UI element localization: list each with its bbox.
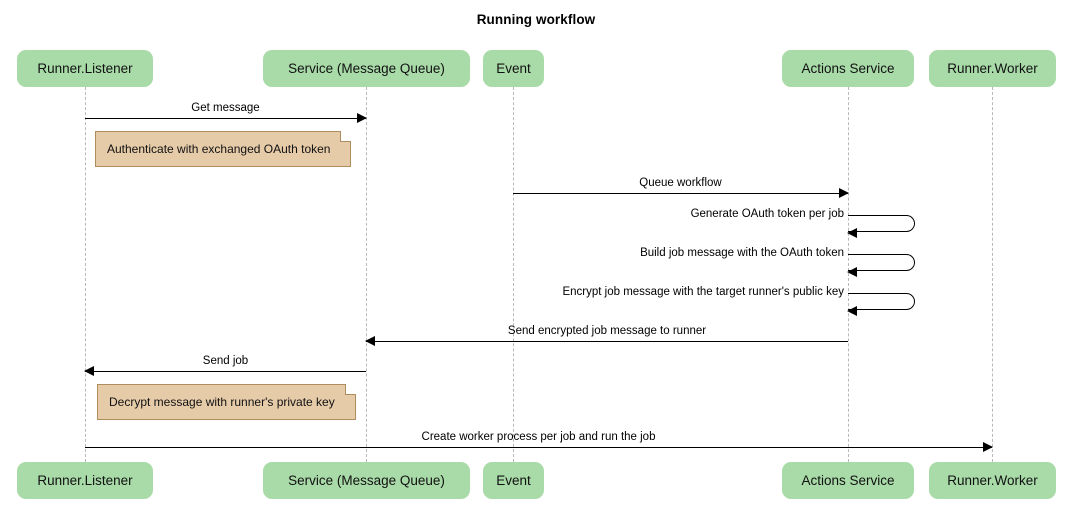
participant-event-bottom[interactable]: Event [483, 462, 544, 499]
message-line [366, 341, 848, 342]
participant-label: Runner.Listener [37, 473, 133, 488]
message-line [85, 447, 992, 448]
self-message-generate-token-label: Generate OAuth token per job [690, 208, 844, 220]
participant-runner-listener-bottom[interactable]: Runner.Listener [17, 462, 153, 499]
message-label: Send job [202, 355, 249, 367]
arrowhead-left-icon [847, 266, 857, 277]
self-message-encrypt-message[interactable] [847, 293, 915, 316]
participant-event-top[interactable]: Event [483, 50, 544, 87]
self-message-build-message[interactable] [847, 254, 915, 277]
participant-label: Runner.Worker [947, 61, 1038, 76]
note-authenticate: Authenticate with exchanged OAuth token [95, 131, 351, 167]
self-message-generate-token[interactable] [847, 215, 915, 238]
arrowhead-right-icon [357, 113, 367, 124]
message-label: Create worker process per job and run th… [421, 431, 656, 443]
participant-label: Actions Service [801, 61, 895, 76]
message-label: Get message [191, 102, 260, 114]
message-line [85, 371, 366, 372]
arrowhead-left-icon [847, 305, 857, 316]
participant-label: Event [496, 61, 531, 76]
participant-label: Runner.Worker [947, 473, 1038, 488]
note-text: Authenticate with exchanged OAuth token [107, 142, 331, 156]
participant-label: Service (Message Queue) [288, 473, 445, 488]
arrowhead-right-icon [839, 188, 849, 199]
participant-service-queue-top[interactable]: Service (Message Queue) [263, 50, 470, 87]
participant-runner-worker-bottom[interactable]: Runner.Worker [929, 462, 1056, 499]
participant-runner-listener-top[interactable]: Runner.Listener [17, 50, 153, 87]
arrowhead-left-icon [365, 336, 375, 347]
lifeline-service-queue [366, 87, 367, 462]
note-decrypt: Decrypt message with runner's private ke… [97, 384, 356, 420]
participant-label: Service (Message Queue) [288, 61, 445, 76]
participant-actions-service-top[interactable]: Actions Service [782, 50, 914, 87]
note-fold-corner-icon [340, 131, 351, 142]
lifeline-event [513, 87, 514, 462]
message-line [513, 193, 848, 194]
participant-actions-service-bottom[interactable]: Actions Service [782, 462, 914, 499]
participant-runner-worker-top[interactable]: Runner.Worker [929, 50, 1056, 87]
note-fold-corner-icon [345, 384, 356, 395]
participant-label: Runner.Listener [37, 61, 133, 76]
lifeline-runner-worker [992, 87, 993, 462]
message-label: Send encrypted job message to runner [507, 325, 707, 337]
arrowhead-left-icon [847, 227, 857, 238]
self-message-encrypt-message-label: Encrypt job message with the target runn… [562, 286, 844, 298]
page-title: Running workflow [476, 12, 596, 27]
message-line [85, 118, 366, 119]
note-text: Decrypt message with runner's private ke… [109, 395, 335, 409]
message-label: Queue workflow [639, 177, 722, 189]
participant-label: Actions Service [801, 473, 895, 488]
participant-service-queue-bottom[interactable]: Service (Message Queue) [263, 462, 470, 499]
participant-label: Event [496, 473, 531, 488]
self-message-build-message-label: Build job message with the OAuth token [640, 247, 844, 259]
lifeline-runner-listener [85, 87, 86, 462]
arrowhead-right-icon [983, 442, 993, 453]
arrowhead-left-icon [84, 366, 94, 377]
